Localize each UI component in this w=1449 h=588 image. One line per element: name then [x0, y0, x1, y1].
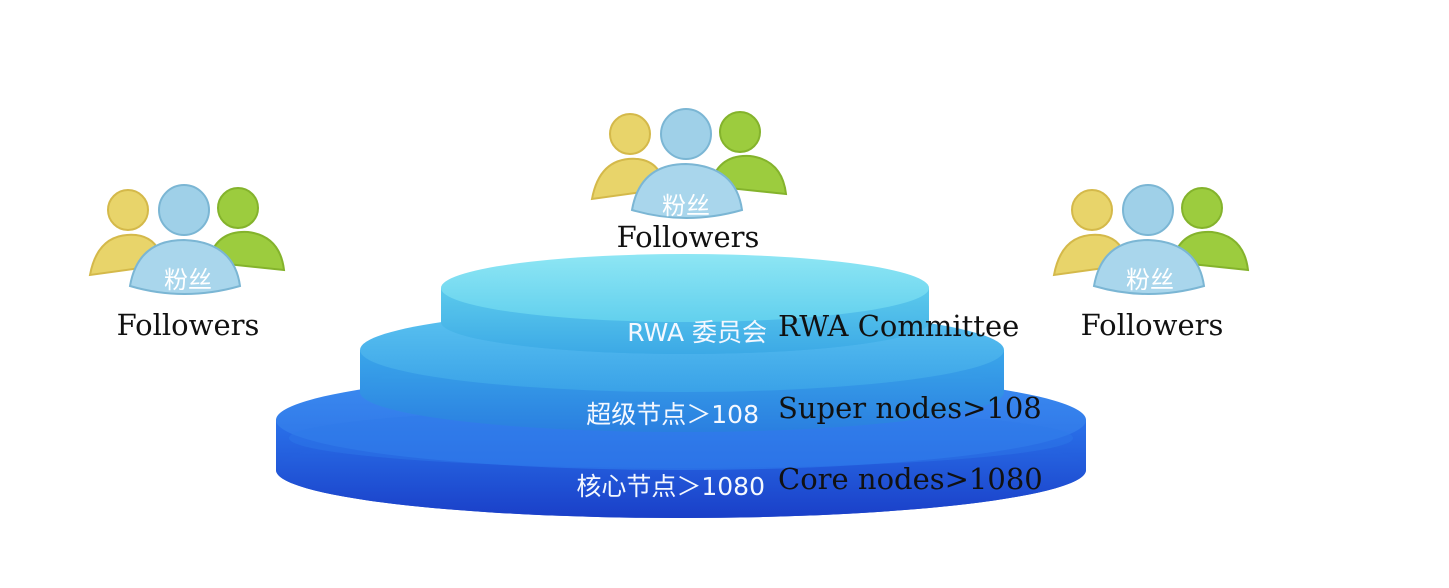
top-tier — [441, 254, 929, 354]
top-tier-label-cn: RWA 委员会 — [627, 318, 767, 347]
followers-caption: Followers — [616, 220, 760, 254]
fans-badge: 粉丝 — [1126, 266, 1174, 294]
middle-tier-label-en: Super nodes>108 — [778, 391, 1042, 425]
people-group-icon — [88, 184, 286, 295]
followers-caption: Followers — [1080, 308, 1224, 342]
fans-badge: 粉丝 — [662, 192, 710, 220]
fans-badge: 粉丝 — [164, 266, 212, 294]
bottom-tier-label-cn: 核心节点＞1080 — [576, 472, 765, 501]
followers-group-right: 粉丝 Followers — [1052, 180, 1252, 350]
bottom-tier-label-en: Core nodes>1080 — [778, 462, 1043, 496]
top-tier-label-en: RWA Committee — [778, 309, 1020, 343]
people-group-icon — [590, 108, 788, 219]
people-group-icon — [1052, 184, 1250, 295]
middle-tier-label-cn: 超级节点＞108 — [586, 400, 759, 429]
followers-caption: Followers — [116, 308, 260, 342]
followers-group-center: 粉丝 Followers — [588, 102, 788, 272]
followers-group-left: 粉丝 Followers — [88, 180, 288, 350]
